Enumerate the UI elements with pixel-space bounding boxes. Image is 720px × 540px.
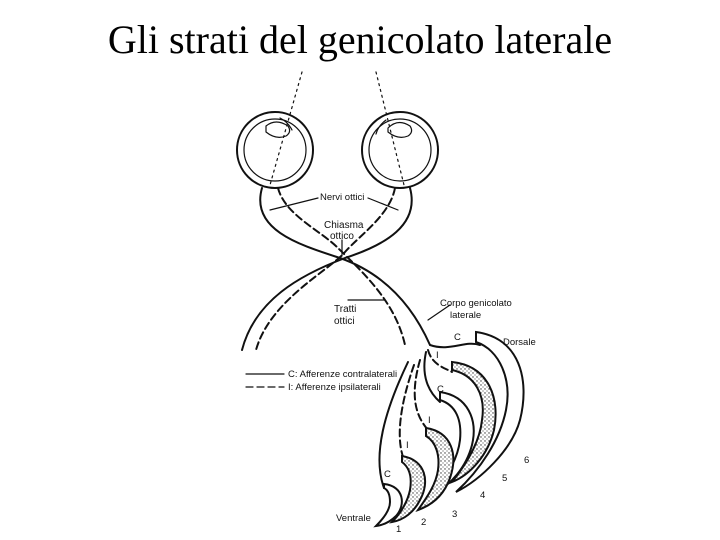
layer-number-2: 2 [421, 517, 426, 528]
light-ray-left [269, 71, 303, 186]
marker-c-1: C [454, 332, 461, 343]
label-chiasma: Chiasma [324, 220, 364, 231]
fiber-solid-right [241, 187, 413, 351]
legend-contralateral: C: Afferenze contralaterali [288, 369, 397, 380]
layer-number-1: 1 [396, 524, 401, 535]
corpo-pointer [427, 304, 451, 321]
layer-3 [415, 426, 455, 513]
layer-2 [389, 454, 427, 524]
marker-i-3: I [406, 440, 409, 451]
right-eye [361, 111, 439, 189]
layer-1 [373, 482, 403, 528]
legend-ipsilateral: I: Afferenze ipsilaterali [288, 382, 381, 393]
layer-5 [448, 360, 497, 485]
label-nervi-ottici: Nervi ottici [320, 192, 364, 203]
label-ottici: ottici [334, 316, 355, 327]
label-dorsale: Dorsale [503, 337, 536, 348]
layer-6 [455, 330, 525, 493]
slide-title: Gli strati del genicolato laterale [107, 17, 613, 62]
label-ventrale: Ventrale [336, 513, 371, 524]
layer-number-4: 4 [480, 490, 485, 501]
label-tratti: Tratti [334, 304, 356, 315]
marker-i-2: I [428, 415, 431, 426]
fiber-dashed-right [255, 187, 396, 351]
label-laterale: laterale [450, 310, 481, 321]
label-corpo-genicolato: Corpo genicolato [440, 298, 512, 309]
marker-c-2: C [437, 384, 444, 395]
nervi-pointer-right [367, 197, 399, 211]
fiber-dashed-left [277, 187, 406, 346]
left-eye [236, 111, 314, 189]
geniculate-input-fibers [378, 342, 481, 489]
layer-number-6: 6 [524, 455, 529, 466]
nervi-pointer-left [269, 197, 319, 211]
marker-c-3: C [384, 469, 391, 480]
layer-number-3: 3 [452, 509, 457, 520]
light-ray-right [375, 71, 405, 186]
legend: C: Afferenze contralaterali I: Afferenze… [245, 369, 397, 393]
layer-number-5: 5 [502, 473, 507, 484]
marker-i-1: I [436, 350, 439, 361]
label-ottico: ottico [330, 231, 354, 242]
